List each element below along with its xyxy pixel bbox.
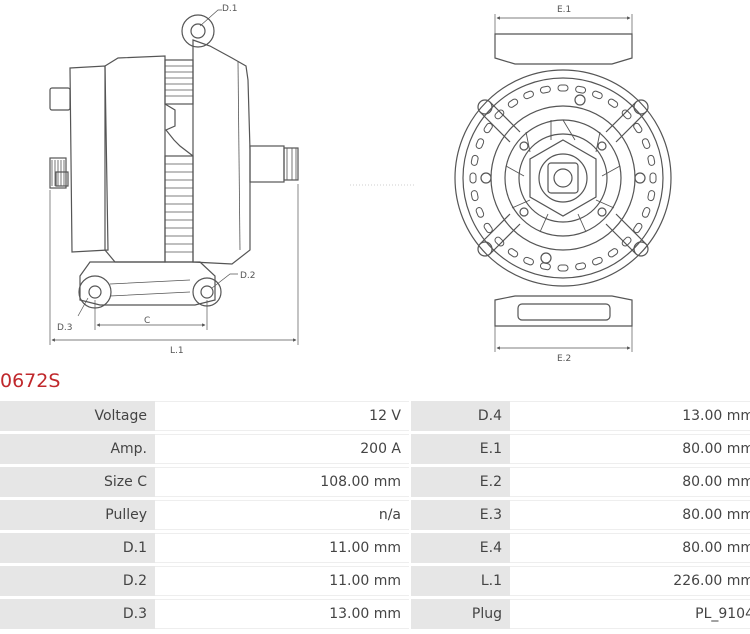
cooling-slot	[523, 256, 534, 266]
spec-label: Voltage	[0, 401, 155, 431]
label-d3: D.3	[57, 323, 73, 333]
cooling-slot	[633, 122, 643, 134]
cooling-slot	[539, 85, 551, 94]
spec-value: 11.00 mm	[155, 533, 409, 563]
cooling-slot	[469, 172, 477, 184]
spec-label: Plug	[411, 599, 510, 629]
side-view	[49, 14, 299, 309]
cooling-slot	[494, 236, 505, 247]
spec-label: Size C	[0, 467, 155, 497]
cooling-slot	[592, 90, 603, 100]
spec-label: D.1	[0, 533, 155, 563]
spec-divider	[409, 467, 411, 497]
cooling-slot	[470, 190, 479, 202]
cooling-slot	[507, 98, 519, 108]
spec-label: Pulley	[0, 500, 155, 530]
spec-label: E.1	[411, 434, 510, 464]
spec-label: E.4	[411, 533, 510, 563]
spec-value: 80.00 mm	[510, 467, 750, 497]
spec-label: D.2	[0, 566, 155, 596]
cooling-slot	[483, 222, 493, 234]
cooling-slot	[470, 154, 479, 166]
spec-value: 80.00 mm	[510, 500, 750, 530]
side-view-dimensions	[49, 9, 299, 345]
label-d1: D.1	[222, 4, 238, 14]
cooling-slot	[621, 109, 632, 120]
cooling-slot	[649, 172, 657, 184]
spec-value: 12 V	[155, 401, 409, 431]
spec-divider	[409, 566, 411, 596]
spec-divider	[409, 599, 411, 629]
label-c: C	[144, 316, 150, 326]
spec-value: 80.00 mm	[510, 533, 750, 563]
spec-divider	[409, 533, 411, 563]
spec-label: Amp.	[0, 434, 155, 464]
spec-value: 13.00 mm	[155, 599, 409, 629]
spec-label: D.3	[0, 599, 155, 629]
cooling-slot	[647, 190, 656, 202]
label-d2: D.2	[240, 271, 256, 281]
cooling-slot	[507, 248, 519, 258]
cooling-slot	[592, 256, 603, 266]
cooling-slot	[523, 90, 534, 100]
spec-divider	[409, 500, 411, 530]
label-e2: E.2	[557, 354, 571, 364]
spec-divider	[409, 434, 411, 464]
cooling-slot	[607, 98, 619, 108]
spec-value: PL_9104	[510, 599, 750, 629]
cooling-slot	[494, 109, 505, 120]
cooling-slot	[641, 207, 651, 218]
front-view	[454, 33, 672, 327]
spec-value: 11.00 mm	[155, 566, 409, 596]
spec-label: L.1	[411, 566, 510, 596]
spec-label: E.3	[411, 500, 510, 530]
cooling-slot	[557, 264, 569, 272]
label-e1: E.1	[557, 5, 571, 15]
cooling-slot	[475, 207, 485, 218]
cooling-slot	[641, 138, 651, 149]
spec-value: 13.00 mm	[510, 401, 750, 431]
technical-drawing: D.1 D.2 D.3 C L.1	[49, 4, 672, 364]
front-view-dimensions	[494, 14, 633, 352]
cooling-slot	[557, 84, 569, 92]
cooling-slot	[483, 122, 493, 134]
spec-divider	[409, 401, 411, 431]
spec-value: 200 A	[155, 434, 409, 464]
part-number-title: 0672S	[0, 370, 61, 392]
cooling-slot	[647, 154, 656, 166]
spec-value: 80.00 mm	[510, 434, 750, 464]
spec-label: E.2	[411, 467, 510, 497]
cooling-slot	[633, 222, 643, 234]
cooling-slot	[575, 262, 587, 271]
label-l1: L.1	[170, 346, 184, 356]
cooling-slot	[475, 138, 485, 149]
spec-value: n/a	[155, 500, 409, 530]
spec-label: D.4	[411, 401, 510, 431]
spec-value: 108.00 mm	[155, 467, 409, 497]
cooling-slot	[607, 248, 619, 258]
spec-value: 226.00 mm	[510, 566, 750, 596]
cooling-slot	[621, 236, 632, 247]
cooling-slot	[575, 85, 587, 94]
